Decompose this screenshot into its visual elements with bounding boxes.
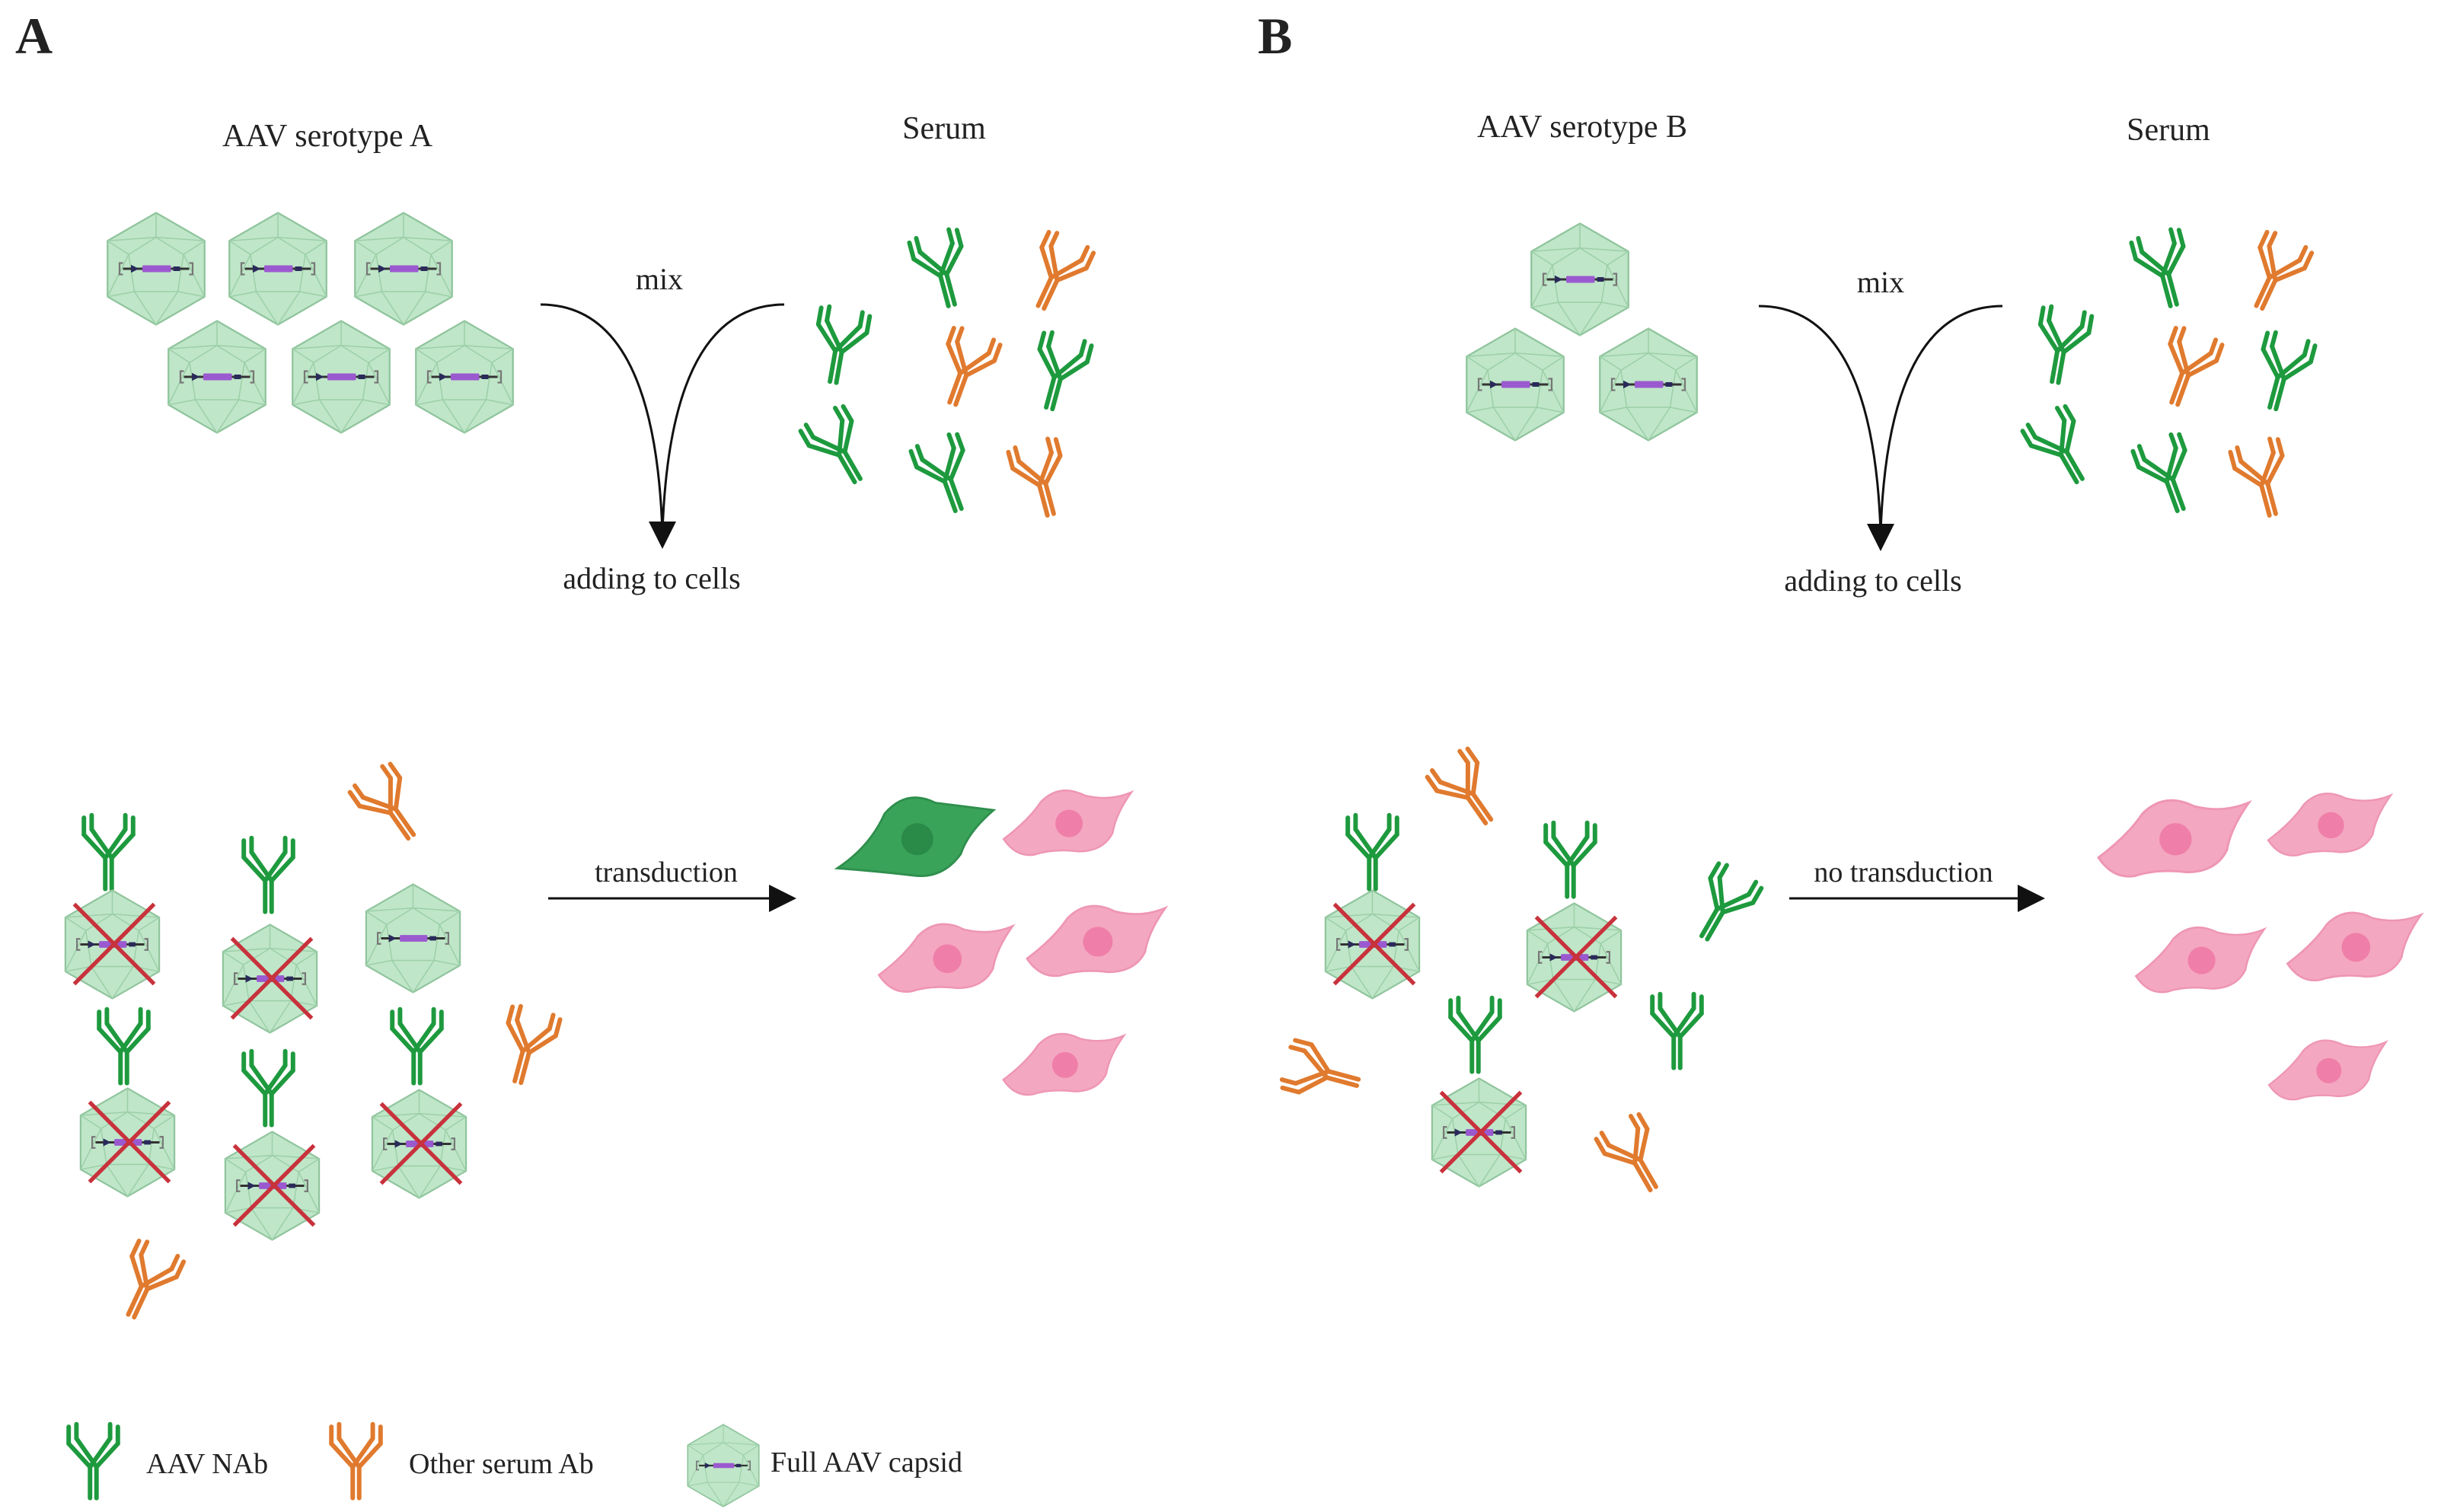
legend-capsid-label: Full AAV capsid: [771, 1447, 962, 1479]
antibody-icon: [1546, 823, 1595, 897]
antibody-icon: [909, 228, 975, 311]
antibody-icon: [331, 1424, 381, 1498]
panel-a-serum-antibodies: [799, 228, 1095, 521]
panel-b-cells: [2097, 793, 2423, 1101]
antibody-icon: [1026, 330, 1092, 414]
panel-b-no-transduction-label: no transduction: [1814, 856, 1993, 888]
antibody-icon: [2152, 326, 2223, 412]
panel-b-adding-label: adding to cells: [1784, 563, 1961, 598]
panel-b-serum-antibodies: [2021, 228, 2316, 521]
panel-b: B AAV serotype B Serum mix adding to cel…: [1258, 7, 2423, 1201]
legend-other-label: Other serum Ab: [409, 1448, 594, 1480]
capsid-icon: [1465, 327, 1565, 442]
panel-b-serum-label: Serum: [2127, 113, 2210, 148]
legend-nab-label: AAV NAb: [146, 1448, 268, 1480]
panel-a-mix-label: mix: [636, 262, 683, 296]
cell-icon: [1026, 904, 1166, 978]
antibody-icon: [244, 838, 293, 912]
antibody-icon: [84, 815, 133, 889]
antibody-icon: [910, 432, 981, 518]
cell-icon: [2267, 793, 2392, 856]
antibody-icon: [1280, 1040, 1364, 1106]
capsid-icon: [106, 212, 206, 326]
cell-icon: [836, 796, 995, 878]
cell-icon: [1002, 1032, 1125, 1096]
capsid-icon: [167, 320, 267, 434]
antibody-icon: [1426, 747, 1508, 835]
panel-b-neutralized-capsids: [1280, 747, 1763, 1201]
capsid-icon: [1530, 222, 1630, 337]
panel-a-cells: [836, 789, 1166, 1096]
antibody-icon: [2249, 330, 2315, 414]
antibody-icon: [1019, 230, 1094, 317]
antibody-icon: [930, 326, 1001, 412]
antibody-icon: [1652, 994, 1702, 1068]
antibody-icon: [1450, 998, 1500, 1072]
antibody-icon: [809, 305, 870, 387]
panel-a-neutralized-capsids: [64, 762, 561, 1326]
antibody-icon: [1595, 1112, 1674, 1201]
antibody-icon: [799, 404, 879, 493]
panel-b-virus-label: AAV serotype B: [1477, 110, 1687, 145]
capsid-icon: [291, 320, 391, 434]
panel-b-mix-label: mix: [1857, 265, 1904, 299]
antibody-icon: [2131, 228, 2197, 311]
panel-a: A AAV serotype A Serum mix adding to cel…: [15, 7, 1166, 1326]
legend: AAV NAb Other serum Ab Full AAV capsid: [69, 1423, 962, 1508]
antibody-icon: [1348, 815, 1397, 889]
antibody-icon: [392, 1010, 442, 1083]
antibody-icon: [1008, 437, 1074, 521]
panel-a-adding-label: adding to cells: [563, 561, 740, 595]
antibody-icon: [2237, 230, 2312, 317]
panel-a-letter: A: [15, 7, 53, 65]
antibody-icon: [349, 762, 431, 850]
panel-a-virus-label: AAV serotype A: [222, 119, 433, 154]
antibody-icon: [244, 1051, 293, 1125]
capsid-icon: [228, 212, 328, 326]
antibody-icon: [2132, 432, 2203, 518]
panel-a-mix-arrow: [540, 303, 785, 544]
capsid-icon: [365, 882, 461, 994]
capsid-icon: [414, 320, 515, 434]
capsid-icon: [353, 212, 454, 326]
antibody-icon: [1683, 861, 1763, 949]
antibody-icon: [109, 1239, 184, 1326]
cell-icon: [2135, 926, 2266, 994]
antibody-icon: [494, 1004, 560, 1088]
antibody-icon: [2021, 404, 2101, 493]
cell-icon: [2097, 799, 2251, 878]
antibody-icon: [2031, 305, 2092, 387]
capsid-icon: [1598, 327, 1699, 442]
panel-a-capsid-group: [106, 212, 515, 434]
panel-b-letter: B: [1258, 7, 1292, 65]
cell-icon: [877, 923, 1014, 994]
antibody-icon: [69, 1424, 118, 1498]
panel-a-transduction-label: transduction: [595, 856, 738, 888]
antibody-icon: [99, 1010, 148, 1083]
panel-b-capsid-group: [1465, 222, 1699, 442]
panel-a-serum-label: Serum: [902, 111, 986, 146]
panel-b-mix-arrow: [1758, 305, 2003, 547]
cell-icon: [2267, 1039, 2387, 1101]
cell-icon: [1002, 789, 1133, 856]
cell-icon: [2286, 911, 2423, 982]
capsid-icon: [687, 1423, 760, 1508]
antibody-icon: [2230, 437, 2296, 521]
